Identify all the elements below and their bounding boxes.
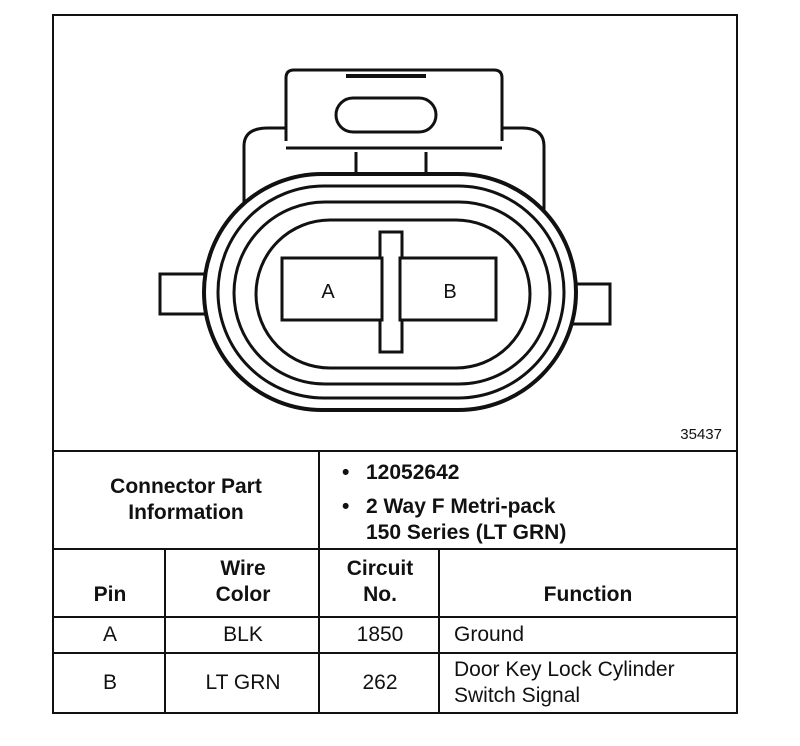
seal-ring xyxy=(254,218,532,370)
row-a-function: Ground xyxy=(454,623,525,646)
part-info-label-line1: Connector Part xyxy=(110,475,262,498)
connector-chart-frame: A B 35437 Connector Part Information • 1… xyxy=(52,14,738,714)
row-b-circuit: 262 xyxy=(362,671,398,694)
table-divider xyxy=(164,550,166,712)
part-info-label: Connector Part Information xyxy=(54,452,320,548)
pin-label-b: B xyxy=(443,281,456,303)
header-function: Function xyxy=(543,583,633,606)
cavity-b xyxy=(398,256,498,322)
row-b-function: Door Key Lock Cylinder Switch Signal xyxy=(454,658,675,707)
bullet-icon: • xyxy=(342,495,350,518)
part-info-values: • 12052642 • 2 Way F Metri-pack 150 Seri… xyxy=(320,452,736,548)
header-pin: Pin xyxy=(93,583,127,606)
row-b-pin: B xyxy=(102,671,117,694)
row-a-circuit: 1850 xyxy=(356,623,404,646)
latch-tab xyxy=(284,68,504,141)
table-divider xyxy=(318,550,320,712)
bullet-icon: • xyxy=(342,461,350,484)
table-divider xyxy=(54,652,736,654)
middle-shell xyxy=(216,184,566,400)
inner-shell xyxy=(232,200,552,386)
pin-label-a: A xyxy=(321,281,335,303)
latch-slot xyxy=(334,96,438,134)
part-info-label-line2: Information xyxy=(128,501,244,524)
pinout-table: Pin Wire Color Circuit No. Function A BL… xyxy=(54,550,736,712)
connector-type-line2: 150 Series (LT GRN) xyxy=(366,521,567,544)
connector-drawing: A B 35437 xyxy=(54,16,736,452)
connector-type-item: • 2 Way F Metri-pack 150 Series (LT GRN) xyxy=(342,494,567,546)
connector-shoulder xyxy=(242,126,546,216)
figure-number: 35437 xyxy=(680,426,722,443)
connector-illustration: A B xyxy=(158,68,612,412)
table-divider xyxy=(54,616,736,618)
left-ear xyxy=(158,272,210,316)
table-divider xyxy=(438,550,440,712)
header-wire-color: Wire Color xyxy=(215,557,271,606)
connector-type-line1: 2 Way F Metri-pack xyxy=(366,495,556,518)
part-info-row: Connector Part Information • 12052642 • … xyxy=(54,452,736,550)
row-a-pin: A xyxy=(102,623,117,646)
row-a-wire-color: BLK xyxy=(223,623,263,646)
part-number: 12052642 xyxy=(366,461,460,484)
part-number-item: • 12052642 xyxy=(342,460,460,486)
cavity-a xyxy=(280,256,384,322)
row-b-wire-color: LT GRN xyxy=(205,671,281,694)
header-circuit-no: Circuit No. xyxy=(346,557,414,606)
